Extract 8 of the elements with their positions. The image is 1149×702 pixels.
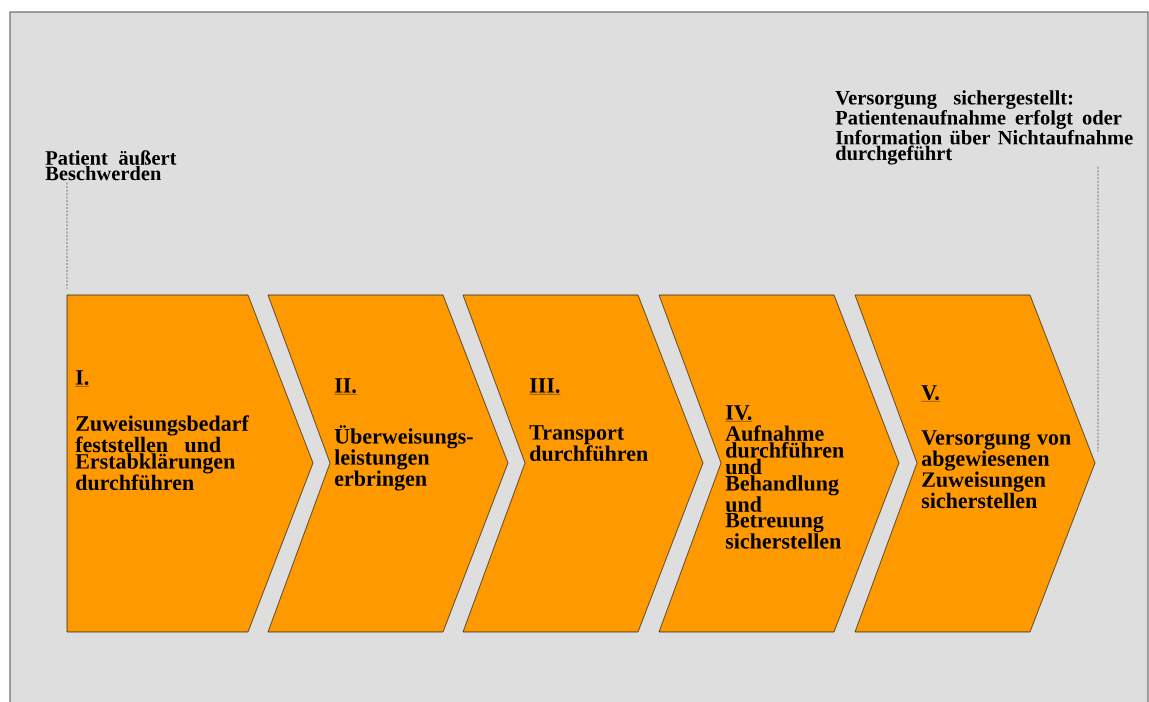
leader-line <box>66 182 68 290</box>
leader-line <box>1097 166 1099 452</box>
milestone-text: Patient äußert Beschwerden <box>45 150 177 181</box>
process-step: II. Überweisungs- leistungen erbringen <box>267 294 509 633</box>
process-step: V. Versorgung von abgewiesenen Zuweisungen sicherstellen <box>854 294 1096 633</box>
milestone-text: Versorgung sichergestellt: Patientenaufnahme erfolgt oder Information über Nichtaufnahme durchgeführt <box>835 90 1133 165</box>
process-step: I. Zuweisungsbedarf feststellen und Erstabklärungen durchführen <box>66 294 314 633</box>
process-step: IV. Aufnahme durchführen und Behandlung und Betreuung sicherstellen <box>658 294 900 633</box>
